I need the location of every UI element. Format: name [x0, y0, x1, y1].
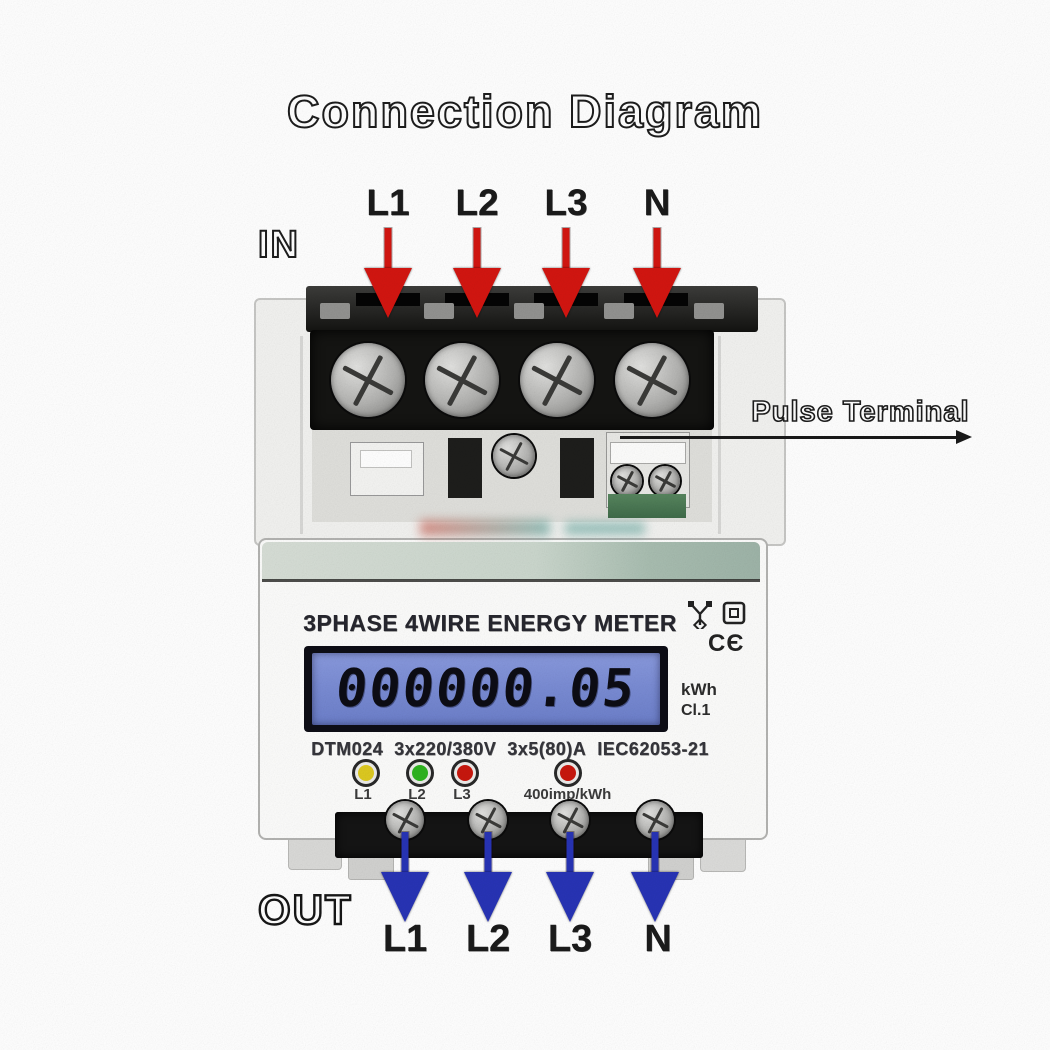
cover-seam-left	[300, 336, 303, 534]
ratings-line: DTM024 3x220/380V 3x5(80)A IEC62053-21	[300, 739, 720, 760]
mid-dark-block	[448, 438, 482, 498]
accuracy-class-label: Cl.1	[681, 702, 711, 719]
pulse-screw-1	[612, 466, 642, 496]
top-terminal-label-l2: L2	[455, 182, 499, 223]
aux-connector-window	[360, 450, 412, 468]
terminal-screw-l1	[331, 343, 405, 417]
page-title: Connection Diagram	[286, 85, 764, 138]
lcd-reading: 000000.05	[332, 659, 640, 719]
strip-tab	[424, 303, 454, 319]
bottom-terminal-label-n: N	[644, 918, 672, 960]
led-label-l3: L3	[453, 786, 471, 803]
cover-seam-right	[718, 336, 721, 534]
in-arrow-l1	[364, 228, 412, 320]
pulse-pointer-line	[620, 436, 962, 439]
ce-mark: CЄ	[708, 630, 745, 657]
internal-wires	[420, 520, 550, 536]
led-label-l1: L1	[354, 786, 372, 803]
pulse-connector-base	[608, 494, 686, 518]
pulse-terminal-label: Pulse Terminal	[751, 395, 970, 429]
meter-trim-line	[262, 579, 760, 582]
bottom-terminal-label-l3: L3	[547, 918, 593, 960]
strip-tab	[694, 303, 724, 319]
led-l3	[451, 759, 479, 787]
in-arrow-l2	[453, 228, 501, 320]
lcd-screen: 000000.05	[312, 653, 660, 725]
in-arrow-l3	[542, 228, 590, 320]
standard-rating: IEC62053-21	[597, 739, 709, 759]
top-terminal-label-n: N	[643, 182, 671, 223]
out-arrow-n	[631, 832, 679, 924]
bottom-terminal-label-l2: L2	[465, 918, 511, 960]
led-dot	[560, 765, 576, 781]
center-screw	[493, 435, 535, 477]
pulse-pointer-tip	[956, 430, 972, 444]
out-arrow-l2	[464, 832, 512, 924]
top-terminal-label-l1: L1	[366, 182, 410, 223]
mid-dark-block	[560, 438, 594, 498]
model-number: DTM024	[311, 739, 384, 759]
current-rating: 3x5(80)A	[507, 739, 587, 759]
strip-tab	[604, 303, 634, 319]
out-arrow-l1	[381, 832, 429, 924]
led-l1	[352, 759, 380, 787]
out-arrow-l3	[546, 832, 594, 924]
meter-name: 3PHASE 4WIRE ENERGY METER	[303, 610, 677, 636]
in-arrow-n	[633, 228, 681, 320]
terminal-screw-n	[615, 343, 689, 417]
top-terminal-label-l3: L3	[544, 182, 588, 223]
double-insulation-icon	[722, 601, 746, 625]
meter-top-trim	[262, 542, 760, 580]
led-impulse	[554, 759, 582, 787]
strip-tab	[320, 303, 350, 319]
terminal-screw-l2	[425, 343, 499, 417]
in-label: IN	[257, 223, 300, 267]
led-l2	[406, 759, 434, 787]
internal-wires	[565, 522, 645, 535]
pulse-screw-2	[650, 466, 680, 496]
pulse-terminal-label-strip	[610, 442, 686, 464]
out-label: OUT	[257, 885, 353, 934]
bottom-terminal-label-l1: L1	[382, 918, 428, 960]
led-dot	[457, 765, 473, 781]
led-dot	[358, 765, 374, 781]
voltage-rating: 3x220/380V	[394, 739, 497, 759]
strip-tab	[514, 303, 544, 319]
lcd-unit-label: kWh	[681, 680, 717, 699]
wye-connection-icon	[688, 601, 712, 629]
terminal-screw-l3	[520, 343, 594, 417]
led-dot	[412, 765, 428, 781]
